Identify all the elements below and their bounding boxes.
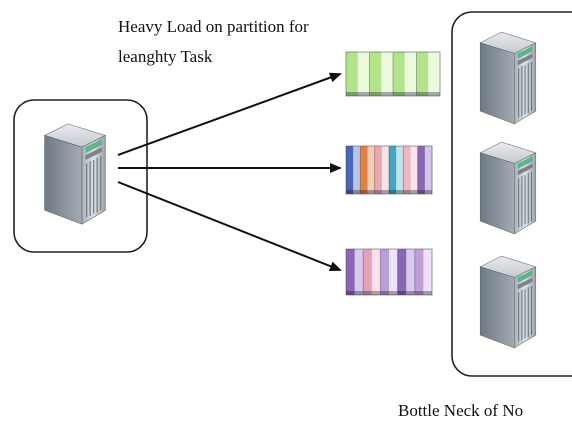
queue-slot (397, 249, 407, 295)
queue-slot (360, 146, 368, 194)
queue-slot (424, 146, 433, 194)
queue-slot (367, 146, 376, 194)
queue-slot (381, 52, 394, 96)
queue-slot (353, 146, 361, 194)
queue-frame (345, 145, 433, 195)
queue-slot (374, 146, 383, 194)
heading-line-2: leanghty Task (118, 47, 213, 66)
queue-frame (345, 51, 441, 97)
queue-slot (381, 146, 390, 194)
arrow-to-purple-queue (117, 181, 342, 271)
queue-slot (389, 146, 397, 194)
queue-slot (346, 249, 355, 295)
bottleneck-caption: Bottle Neck of No (398, 401, 524, 420)
queue-base (346, 92, 440, 96)
queue-slot (403, 146, 411, 194)
queue-slot (369, 52, 382, 96)
queue-slot (393, 52, 406, 96)
queue-slot (380, 249, 390, 295)
node-server-3-icon (479, 255, 537, 349)
arrow-to-green-queue (117, 72, 342, 156)
mixed-partition-queue (345, 145, 433, 195)
queue-slot (417, 146, 426, 194)
queue-slot (428, 52, 441, 96)
queue-slot (357, 52, 370, 96)
node-server-1-icon (479, 31, 537, 125)
heading-line-1: Heavy Load on partition for (118, 17, 309, 36)
queue-slot (389, 249, 398, 295)
queue-slot (410, 146, 419, 194)
queue-slot (396, 146, 404, 194)
queue-slot (363, 249, 373, 295)
queue-base (346, 291, 432, 295)
queue-slot (354, 249, 364, 295)
server-tower-icon (44, 123, 106, 225)
queue-slot (371, 249, 381, 295)
queue-slot (404, 52, 417, 96)
queue-base (346, 190, 432, 194)
queue-frame (345, 248, 433, 296)
green-partition-queue (345, 51, 441, 97)
purple-partition-queue (345, 248, 433, 296)
queue-slot (346, 146, 354, 194)
node-server-2-icon (479, 141, 537, 235)
queue-slot (414, 249, 424, 295)
queue-slot (423, 249, 433, 295)
queue-slot (346, 52, 359, 96)
queue-slot (416, 52, 429, 96)
queue-slot (406, 249, 416, 295)
